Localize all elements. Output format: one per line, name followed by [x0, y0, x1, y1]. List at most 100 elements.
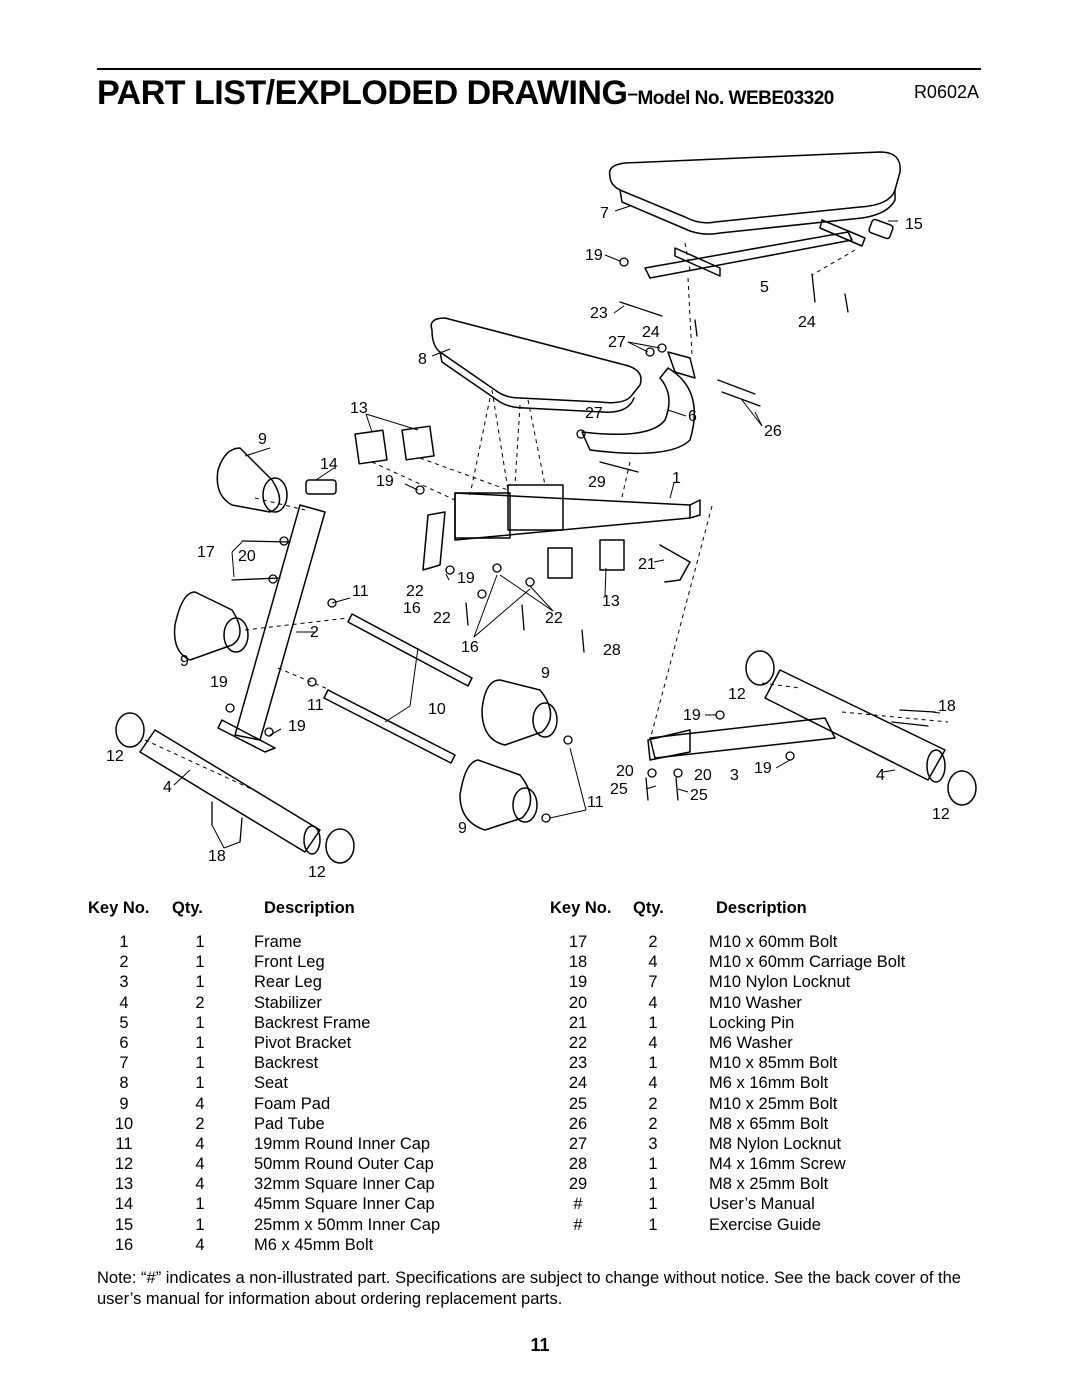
part-key: 5	[119, 1013, 129, 1032]
part-description: Pivot Bracket	[254, 1033, 352, 1052]
callout: 12	[728, 686, 746, 703]
frame-plate	[422, 511, 446, 571]
callout: 5	[760, 279, 769, 296]
part-key: 12	[114, 1155, 134, 1174]
foam-pad-low	[459, 759, 538, 831]
part-qty: 4	[195, 1094, 205, 1113]
part-description: Rear Leg	[254, 973, 322, 992]
callout: 27	[585, 405, 603, 422]
part-description: Pad Tube	[254, 1114, 325, 1133]
col-qty-header: Qty.	[172, 899, 203, 917]
callout: 20	[694, 767, 712, 784]
frame-block-b	[507, 484, 564, 531]
callout: 6	[688, 408, 697, 425]
callout-labels: 7 15 19 5 23 24 27 24 8 13 27 6 26 9 14 …	[106, 205, 956, 881]
callout: 19	[457, 570, 475, 587]
callout: 9	[458, 820, 467, 837]
part-key: 29	[568, 1175, 588, 1194]
part-key: 14	[114, 1195, 134, 1214]
square-cap-13d	[599, 539, 625, 571]
foam-pad-left	[173, 591, 249, 661]
part-qty: 4	[648, 953, 658, 972]
part-description: Stabilizer	[254, 993, 322, 1012]
part-qty: 1	[648, 1195, 658, 1214]
col-qty-header: Qty.	[633, 899, 664, 917]
part-qty: 1	[195, 1033, 205, 1052]
part-description: M10 x 60mm Bolt	[709, 933, 838, 951]
part-description: M10 x 60mm Carriage Bolt	[709, 953, 906, 972]
part-qty: 1	[648, 1013, 658, 1032]
part-qty: 1	[195, 1013, 205, 1032]
part-qty: 1	[195, 1074, 205, 1093]
col-key-header: Key No.	[550, 899, 612, 917]
square-cap-13c	[547, 547, 573, 579]
pivot-bracket	[581, 367, 696, 455]
part-qty: 1	[648, 1155, 658, 1174]
title-rule	[97, 68, 981, 70]
callout: 3	[730, 767, 739, 784]
part-qty: 4	[648, 1033, 658, 1052]
table-header: Key No.Qty.Description	[543, 896, 905, 920]
callout: 10	[428, 701, 446, 718]
callout: 9	[180, 653, 189, 670]
main-frame	[454, 492, 701, 541]
part-qty: 2	[648, 933, 658, 951]
part-key: 16	[114, 1235, 134, 1254]
part-qty: 1	[195, 953, 205, 972]
part-qty: 2	[195, 1114, 205, 1133]
part-description: Frame	[254, 933, 302, 951]
inner-cap-15	[868, 218, 894, 240]
part-key: 20	[568, 993, 588, 1012]
part-key: 1	[119, 933, 129, 951]
part-qty: 1	[648, 1054, 658, 1073]
assembly-lines	[144, 242, 949, 793]
part-key: #	[573, 1215, 583, 1234]
part-qty: 4	[648, 1074, 658, 1093]
part-key: 15	[114, 1215, 134, 1234]
title-text: PART LIST/EXPLODED DRAWING	[97, 74, 628, 112]
square-cap-14	[305, 479, 337, 495]
page-title: PART LIST/EXPLODED DRAWING–Model No. WEB…	[97, 74, 834, 113]
model-number: Model No. WEBE03320	[637, 88, 834, 109]
part-description: Backrest Frame	[254, 1013, 371, 1032]
part-description: M4 x 16mm Screw	[709, 1155, 846, 1174]
part-description: M10 x 85mm Bolt	[709, 1054, 838, 1073]
part-qty: 1	[195, 933, 205, 951]
seat-pad	[430, 317, 642, 404]
seat-pad-side	[439, 351, 635, 413]
callout: 18	[208, 848, 226, 865]
part-description: M10 Washer	[709, 993, 802, 1012]
pad-tube-upper	[347, 613, 473, 687]
callout: 25	[610, 781, 628, 798]
callout: 7	[600, 205, 609, 222]
callout: 19	[376, 473, 394, 490]
part-qty: 2	[648, 1114, 658, 1133]
part-qty: 1	[195, 1215, 205, 1234]
callout: 8	[418, 351, 427, 368]
part-description: M8 Nylon Locknut	[709, 1134, 842, 1153]
part-description: 45mm Square Inner Cap	[254, 1195, 435, 1214]
part-qty: 1	[648, 1215, 658, 1234]
part-key: 22	[568, 1033, 588, 1052]
part-key: 11	[115, 1134, 133, 1153]
callout: 20	[238, 548, 256, 565]
part-key: 27	[568, 1134, 588, 1153]
part-qty: 2	[648, 1094, 658, 1113]
